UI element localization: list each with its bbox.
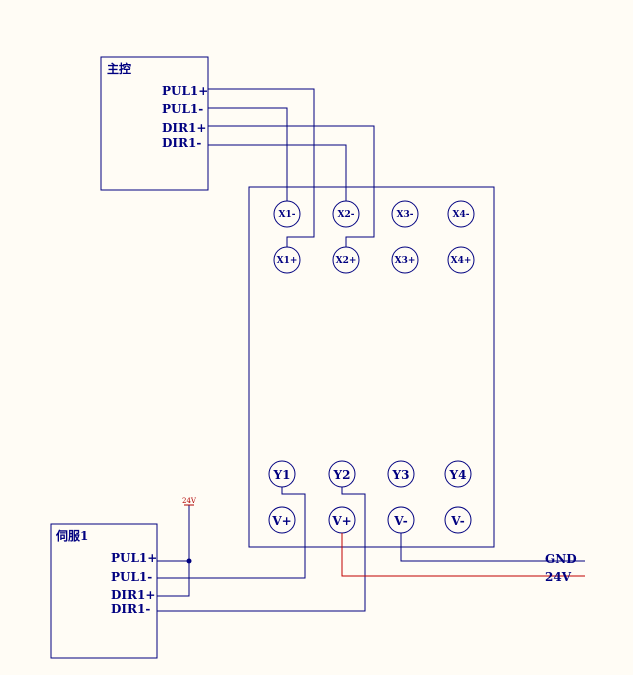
rail-label-gnd: GND	[545, 552, 577, 566]
controller-wires	[208, 88, 375, 247]
power-symbol-label: 24V	[182, 497, 197, 505]
terminal-x1-plus-label: X1+	[277, 256, 298, 266]
controller-box	[100, 56, 209, 191]
controller-pin-dir-minus: DIR1-	[162, 136, 201, 150]
servo-title: 伺服1	[55, 528, 88, 543]
terminal-x3-plus	[391, 246, 419, 274]
servo-pin-dir-minus: DIR1-	[111, 602, 150, 616]
wire-y1-to-servo-pul-minus	[157, 487, 306, 579]
wire-dir1-plus	[208, 125, 375, 247]
terminal-x4-plus-label: X4+	[451, 256, 472, 266]
terminal-x2-plus-label: X2+	[336, 256, 357, 266]
terminal-x3-minus	[391, 200, 419, 228]
module-block: X1- X2- X3- X4- X1+ X2+ X3+ X4+ Y1 Y2 Y3…	[248, 186, 495, 548]
controller-block: 主控 PUL1+ PUL1- DIR1+ DIR1-	[100, 56, 209, 191]
terminal-y3	[387, 460, 415, 488]
rail-label-24v: 24V	[545, 570, 572, 584]
module-box	[248, 186, 495, 548]
controller-pin-pul-minus: PUL1-	[162, 102, 203, 116]
terminal-v-plus-2-label: V+	[331, 514, 351, 528]
terminal-v-minus-1-label: V-	[393, 514, 407, 528]
terminal-x3-plus-label: X3+	[395, 256, 416, 266]
terminal-x3-minus-label: X3-	[397, 210, 414, 220]
controller-title: 主控	[107, 61, 131, 76]
terminal-y1-label: Y1	[273, 468, 291, 482]
servo-pin-dir-plus: DIR1+	[111, 588, 155, 602]
wire-24v-to-servo-dir-plus	[157, 561, 190, 597]
controller-pin-pul-plus: PUL1+	[162, 84, 208, 98]
servo-box	[50, 523, 158, 659]
wire-24v-rail	[341, 533, 585, 577]
wire-y2-to-servo-dir-minus	[157, 487, 366, 612]
terminal-v-minus-2	[444, 506, 472, 534]
terminal-v-minus-2-label: V-	[450, 514, 464, 528]
wire-dir1-minus	[208, 144, 347, 201]
servo-pin-pul-plus: PUL1+	[111, 551, 157, 565]
wire-pul1-minus	[208, 107, 288, 201]
terminal-x4-minus	[447, 200, 475, 228]
terminal-x4-minus-label: X4-	[453, 210, 470, 220]
terminal-x4-plus	[447, 246, 475, 274]
wire-gnd-rail	[400, 533, 585, 562]
terminal-y3-label: Y3	[392, 468, 410, 482]
wire-pul1-plus	[208, 88, 315, 247]
junction-dot	[186, 558, 192, 564]
terminal-v-plus-1-label: V+	[271, 514, 291, 528]
wire-24v-to-servo-pul-plus	[157, 505, 190, 562]
servo-block: 伺服1 PUL1+ PUL1- DIR1+ DIR1-	[50, 523, 158, 659]
power-symbol-24v: 24V	[182, 497, 197, 506]
terminal-x2-minus-label: X2-	[338, 210, 355, 220]
servo-wires	[157, 487, 585, 612]
terminal-v-plus-1	[268, 506, 296, 534]
terminal-y4-label: Y4	[449, 468, 467, 482]
terminal-y4	[444, 460, 472, 488]
terminal-y2-label: Y2	[333, 468, 351, 482]
terminal-x1-minus-label: X1-	[279, 210, 296, 220]
controller-pin-dir-plus: DIR1+	[162, 121, 206, 135]
servo-pin-pul-minus: PUL1-	[111, 570, 152, 584]
